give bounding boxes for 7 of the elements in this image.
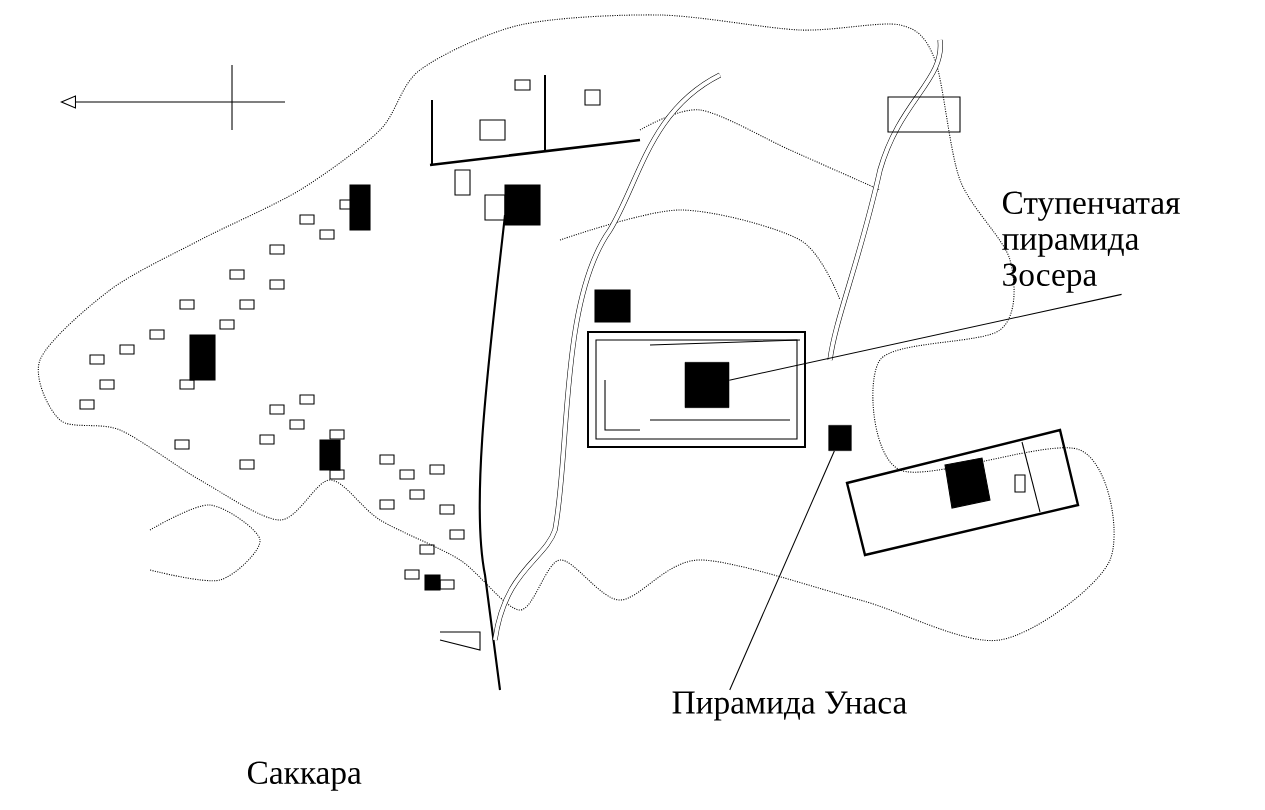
site-label: Ступенчатая пирамида Зосера bbox=[1002, 191, 1180, 293]
leader-line bbox=[728, 293, 1123, 381]
site-label: Пирамида Унаса bbox=[672, 691, 907, 721]
pyramid-square bbox=[684, 362, 730, 408]
place-label: Саккара bbox=[247, 761, 362, 791]
leader-line bbox=[729, 450, 835, 691]
pyramid-square bbox=[828, 425, 852, 451]
